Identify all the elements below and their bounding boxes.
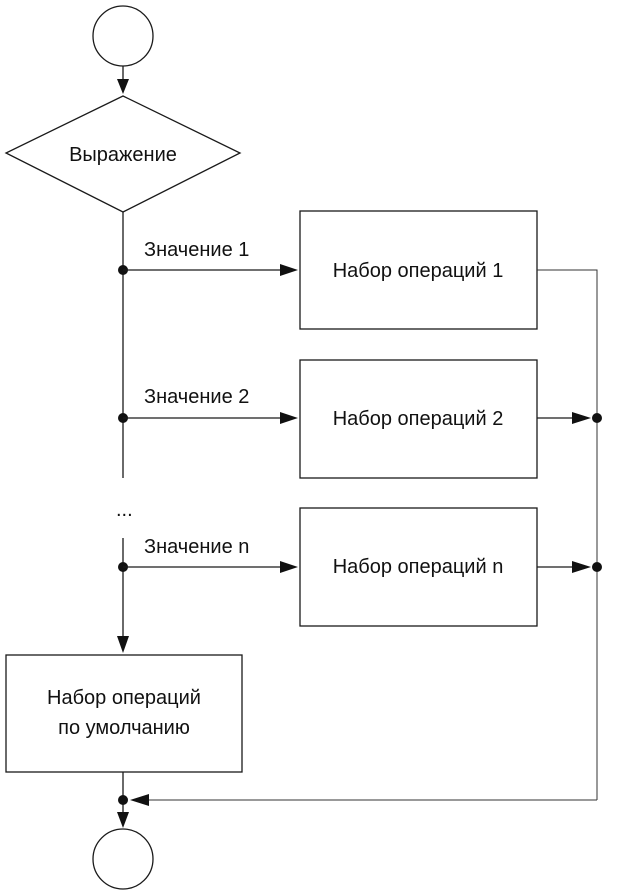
- default-ops-line1: Набор операций: [47, 687, 201, 709]
- branch-1-arrow: [280, 264, 298, 276]
- ops-block-1-label: Набор операций 1: [333, 260, 504, 282]
- return-junction-2: [592, 413, 602, 423]
- merge-junction: [118, 795, 128, 805]
- arrow-into-default-block: [117, 636, 129, 653]
- branch-2-value-label: Значение 2: [144, 386, 249, 408]
- ellipsis: ...: [116, 499, 133, 521]
- branch-n-value-label: Значение n: [144, 536, 249, 558]
- ops-block-2: [299, 359, 538, 479]
- arrow-into-end: [117, 812, 129, 828]
- default-ops-block: [5, 654, 243, 773]
- branch-n-arrow: [280, 561, 298, 573]
- ops-block-2-out-arrow: [572, 412, 591, 424]
- decision-label: Выражение: [69, 144, 177, 166]
- ops-block-n: [299, 507, 538, 627]
- ops-block-n-out-arrow: [572, 561, 591, 573]
- return-junction-n: [592, 562, 602, 572]
- ops-block-2-label: Набор операций 2: [333, 408, 504, 430]
- default-ops-line2: по умолчанию: [58, 717, 190, 739]
- return-arrow: [130, 794, 149, 806]
- branch-2-arrow: [280, 412, 298, 424]
- ops-block-n-label: Набор операций n: [333, 556, 504, 578]
- end-terminator: [92, 828, 154, 890]
- return-line: [537, 269, 598, 800]
- branch-1-value-label: Значение 1: [144, 239, 249, 261]
- arrow-into-decision: [117, 79, 129, 94]
- start-terminator: [92, 5, 154, 67]
